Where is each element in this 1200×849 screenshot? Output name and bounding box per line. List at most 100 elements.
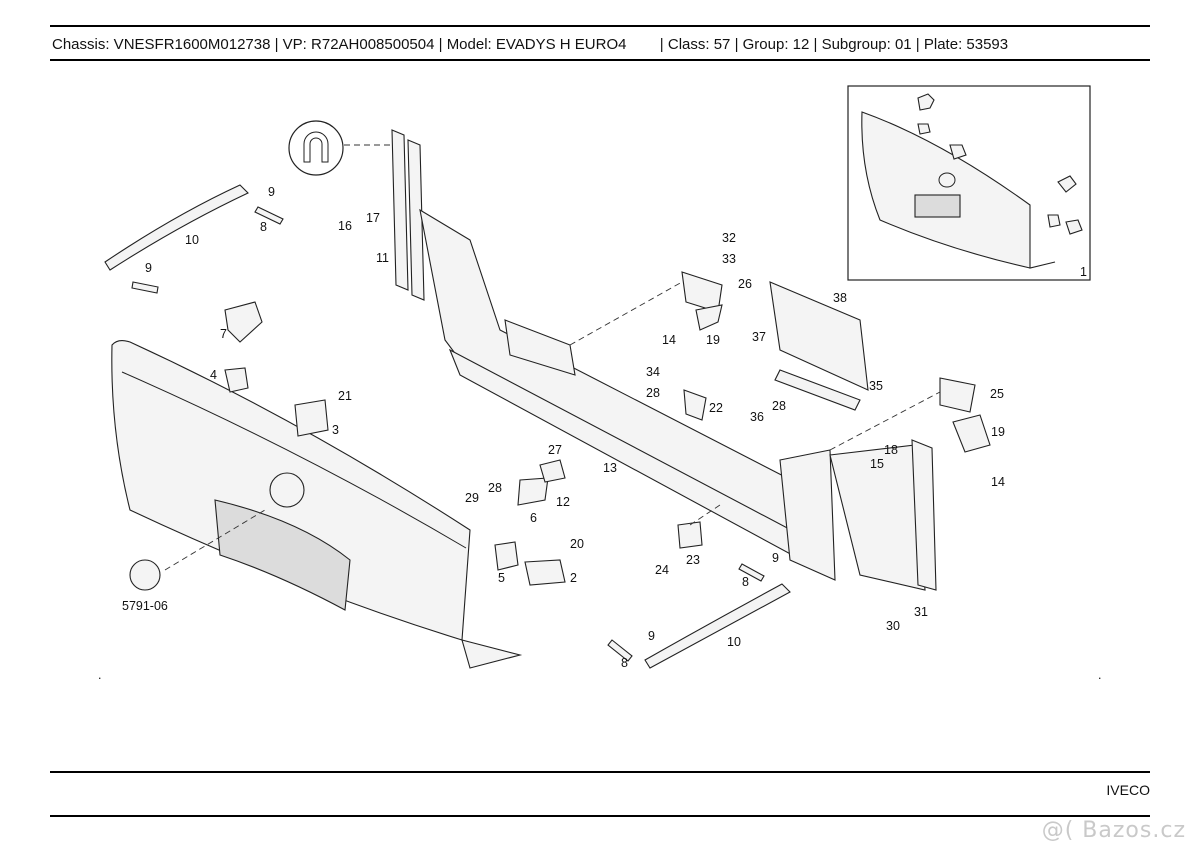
callout-20: 20 [570,537,584,551]
callout-35: 35 [869,379,883,393]
callout-15: 15 [870,457,884,471]
callout-5: 5 [498,571,505,585]
corner-mark-right: . [1098,668,1101,682]
header-top-rule [50,25,1150,27]
callout-19b: 19 [991,425,1005,439]
bracket-22 [683,389,707,421]
plate-recess [214,499,351,611]
bracket-6 [517,477,549,506]
callout-33: 33 [722,252,736,266]
footer-bottom-rule [50,815,1150,817]
callout-16: 16 [338,219,352,233]
inset-clip-d [1057,175,1077,193]
bumper-crease [121,371,467,549]
callout-34: 34 [646,365,660,379]
callout-37: 37 [752,330,766,344]
cross-beam-13 [448,348,821,572]
callout-11: 11 [376,251,389,265]
callout-6: 6 [530,511,537,525]
callout-14b: 14 [991,475,1005,489]
bolt-8-top [254,206,284,225]
strap-bottom-right [644,583,791,669]
inset-clip-f [1065,219,1083,235]
callout-14a: 14 [662,333,676,347]
callout-31: 31 [914,605,928,619]
callout-10b: 10 [727,635,741,649]
callout-9b: 9 [145,261,152,275]
inset-emblem [938,172,956,188]
leader-26 [569,281,683,346]
detail-circle [288,120,344,176]
footer-top-rule [50,771,1150,773]
block-23 [677,521,703,549]
leader-23 [689,504,721,526]
bracket-25 [939,377,976,413]
panel-35 [769,281,869,391]
bracket-19 [695,304,723,331]
callout-24: 24 [655,563,669,577]
callout-8c: 8 [742,575,749,589]
inset-front-panel [861,111,1056,269]
bracket-5 [494,541,519,571]
callout-10a: 10 [185,233,199,247]
callout-labels: 1 2 3 4 5 6 7 8 8 8 9 9 9 9 10 10 11 12 … [122,185,1087,670]
callout-32: 32 [722,231,736,245]
inset-plate-recess [914,194,961,218]
rail-11-b [407,139,425,301]
keyhole-washer-icon [303,131,329,163]
bumper-lip [461,639,523,669]
callout-19a: 19 [706,333,720,347]
callout-9c: 9 [648,629,655,643]
channel-35 [774,369,861,411]
inset-clip-c [949,144,967,160]
inset-clip-e [1047,214,1061,228]
bolt-6-right [738,563,765,582]
callout-23: 23 [686,553,700,567]
leader-25 [829,391,941,451]
emblem-icon [269,472,305,508]
bolt-8-bottom [607,639,633,662]
plate-header: Chassis: VNESFR1600M012738 | VP: R72AH00… [52,36,1009,53]
bracket-12 [539,459,566,483]
callout-38: 38 [833,291,847,305]
callout-12: 12 [556,495,570,509]
bracket-plate [504,319,576,376]
callout-8b: 8 [621,656,628,670]
callout-27: 27 [548,443,562,457]
bracket-7 [224,301,263,343]
bracket-19-right [952,414,991,453]
brand-label: IVECO [1106,782,1150,798]
inset-clip-b [917,123,931,135]
callout-5791-06: 5791-06 [122,599,168,613]
rail-11-a [391,129,409,291]
callout-7: 7 [220,327,227,341]
callout-13: 13 [603,461,617,475]
side-upright [911,439,937,591]
callout-30: 30 [886,619,900,633]
bracket-3 [294,399,329,437]
block-2 [524,559,566,586]
corner-mark-left: . [98,668,101,682]
bracket-4 [224,367,249,393]
callout-18: 18 [884,443,898,457]
watermark: @( Bazos.cz [1041,818,1186,843]
callout-22: 22 [709,401,723,415]
inset-clip-a [917,93,935,111]
callout-4: 4 [210,368,217,382]
callout-9a: 9 [268,185,275,199]
callout-25: 25 [990,387,1004,401]
callout-3: 3 [332,423,339,437]
header-bottom-rule [50,59,1150,61]
callout-36: 36 [750,410,764,424]
callout-9d: 9 [772,551,779,565]
callout-21: 21 [338,389,352,403]
beam-end-bracket [779,449,836,581]
bolt-8-left [131,281,159,294]
emblem-detail-icon [129,559,161,591]
callout-26: 26 [738,277,752,291]
strap-top-left [104,184,249,271]
side-frame [829,444,926,591]
callout-1: 1 [1080,265,1087,279]
callout-29: 29 [465,491,479,505]
